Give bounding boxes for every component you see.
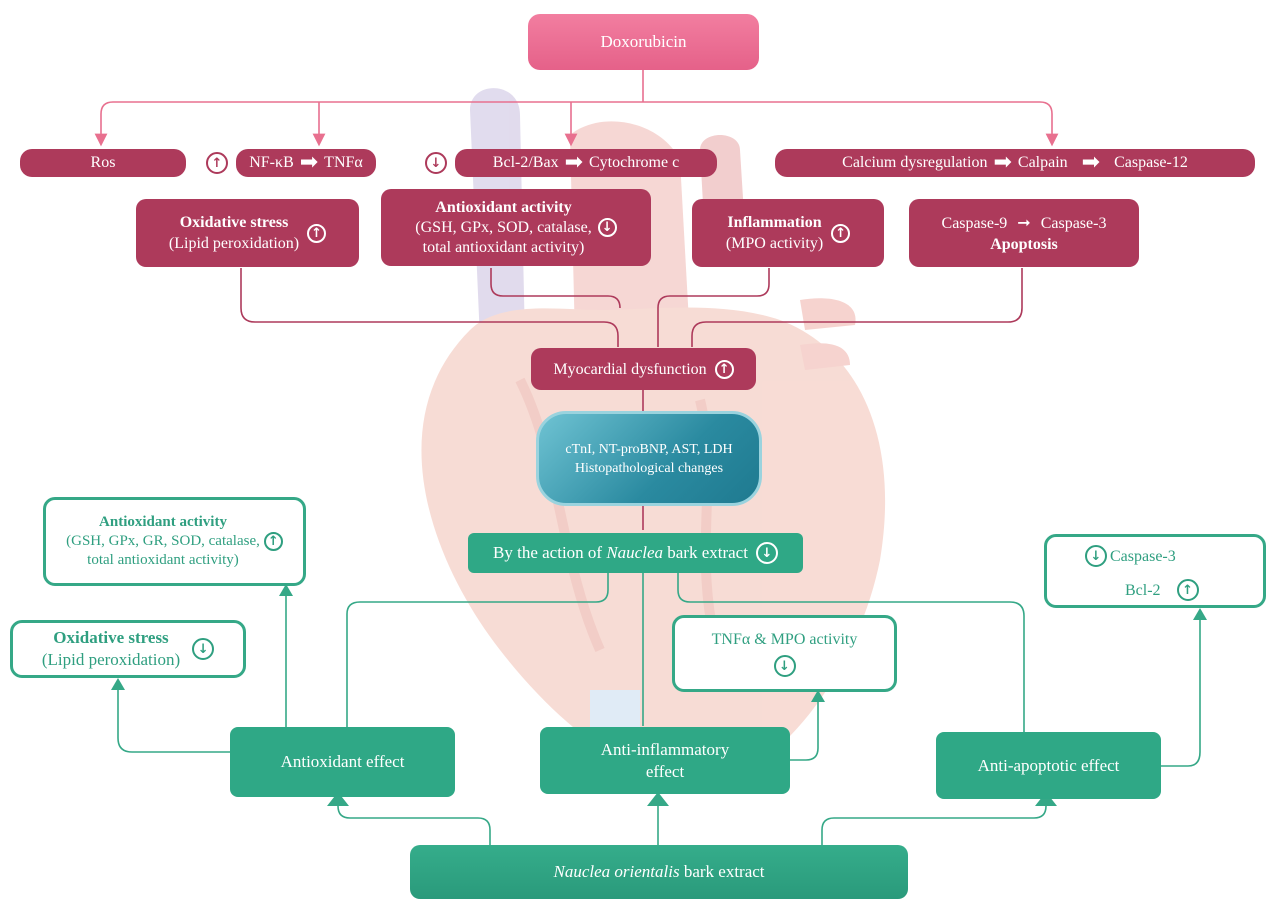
green-aa-line1: (GSH, GPx, GR, SOD, catalase, (66, 533, 260, 549)
anti-inflammatory-line1: Anti-inflammatory (600, 739, 730, 759)
arrow-up-circle-icon: ↑ (1176, 579, 1199, 601)
arrow-right-icon: ➡ (564, 150, 583, 175)
green-casp3-label: Caspase-3 (1110, 547, 1176, 565)
calcium-label: Calcium dysregulation (842, 154, 988, 171)
oxidative-stress-title: Oxidative stress (179, 214, 289, 231)
bcl2bax-label: Bcl-2/Bax (492, 154, 559, 171)
doxorubicin-box: Doxorubicin (528, 14, 759, 70)
antioxidant-activity-line1: (GSH, GPx, SOD, catalase, (415, 218, 592, 236)
action-suffix: bark extract (663, 543, 748, 562)
antioxidant-activity-box: Antioxidant activity (GSH, GPx, SOD, cat… (381, 189, 651, 266)
myocardial-dysfunction-box: Myocardial dysfunction ↑ (531, 348, 756, 390)
calpain-label: Calpain (1017, 154, 1068, 171)
antioxidant-activity-line2: total antioxidant activity) (422, 238, 585, 256)
nfkb-label: NF-κB (249, 154, 294, 171)
action-italic: Nauclea (606, 543, 663, 562)
myocardial-label: Myocardial dysfunction (553, 360, 707, 378)
caspase3-row: ↓ Caspase-3 (1085, 545, 1176, 567)
green-ox-sub: (Lipid peroxidation) (41, 650, 181, 669)
arrow-down-circle-icon: ↓ (1085, 545, 1107, 567)
inflammation-box: Inflammation (MPO activity) ↑ (692, 199, 884, 267)
green-bcl2-label: Bcl-2 (1125, 581, 1161, 599)
arrow-down-circle-icon: ↓ (192, 638, 215, 660)
arrow-down-circle-icon: ↓ (755, 542, 778, 564)
ros-label: Ros (90, 154, 116, 171)
antioxidant-effect-label: Antioxidant effect (280, 752, 405, 771)
caspase3-label: Caspase-3 (1040, 214, 1107, 232)
arrow-down-circle-icon: ↓ (425, 152, 447, 174)
green-ox-title: Oxidative stress (53, 628, 169, 647)
anti-apoptotic-effect-box: Anti-apoptotic effect (936, 732, 1161, 799)
arrow-right-icon: ➡ (993, 150, 1012, 175)
calcium-pathway-box: Calcium dysregulation ➡ Calpain ➡ Caspas… (775, 149, 1255, 177)
oxidative-stress-box: Oxidative stress (Lipid peroxidation) ↑ (136, 199, 359, 267)
extract-italic: Nauclea orientalis (553, 862, 680, 881)
doxorubicin-label: Doxorubicin (600, 32, 687, 51)
ros-box: Ros (20, 149, 186, 177)
action-text: By the action of Nauclea bark extract (493, 542, 748, 564)
biomarkers-line2: Histopathological changes (574, 460, 724, 476)
cytc-label: Cytochrome c (589, 154, 680, 171)
apoptosis-label: Apoptosis (990, 235, 1058, 253)
anti-inflammatory-effect-box: Anti-inflammatory effect (540, 727, 790, 794)
extract-text: Nauclea orientalis bark extract (553, 861, 764, 883)
arrow-up-circle-icon: ↑ (307, 223, 327, 243)
caspase12-label: Caspase-12 (1114, 154, 1188, 171)
green-tnf-mpo-box: TNFα & MPO activity ↓ (672, 615, 897, 692)
oxidative-stress-sub: (Lipid peroxidation) (168, 235, 300, 252)
arrow-right-icon: ➡ (299, 150, 319, 175)
tnf-mpo-label: TNFα & MPO activity (711, 631, 858, 648)
extract-suffix: bark extract (679, 862, 765, 881)
arrow-right-icon: ➞ (1017, 212, 1031, 232)
action-prefix: By the action of (493, 543, 607, 562)
anti-apoptotic-label: Anti-apoptotic effect (977, 755, 1120, 775)
arrow-down-circle-icon: ↓ (773, 655, 796, 677)
arrow-up-circle-icon: ↑ (206, 152, 228, 174)
biomarkers-box: cTnI, NT-proBNP, AST, LDH Histopathologi… (536, 411, 762, 506)
green-apoptosis-box: ↓ Caspase-3 Bcl-2 ↑ (1044, 534, 1266, 608)
inflammation-sub: (MPO activity) (725, 235, 824, 252)
apoptosis-box: Caspase-9 ➞ Caspase-3 Apoptosis (909, 199, 1139, 267)
tnfa-label: TNFα (324, 154, 363, 171)
bcl2-cytc-box: Bcl-2/Bax ➡ Cytochrome c (455, 149, 717, 177)
antioxidant-activity-title: Antioxidant activity (435, 198, 572, 216)
nauclea-action-box: By the action of Nauclea bark extract ↓ (468, 533, 803, 573)
arrow-up-circle-icon: ↑ (263, 532, 283, 551)
nauclea-extract-box: Nauclea orientalis bark extract (410, 845, 908, 899)
biomarkers-line1: cTnI, NT-proBNP, AST, LDH (565, 441, 733, 457)
antioxidant-effect-box: Antioxidant effect (230, 727, 455, 797)
arrow-down-circle-icon: ↓ (597, 218, 617, 237)
arrow-up-circle-icon: ↑ (714, 359, 734, 379)
caspase9-label: Caspase-9 (941, 214, 1008, 232)
arrow-right-icon: ➡ (1081, 150, 1101, 175)
bcl2-row: Bcl-2 ↑ (1125, 579, 1199, 601)
inflammation-title: Inflammation (727, 214, 822, 231)
green-oxidative-box: Oxidative stress (Lipid peroxidation) ↓ (10, 620, 246, 678)
green-aa-line2: total antioxidant activity) (87, 552, 239, 568)
nfkb-tnfa-box: NF-κB ➡ TNFα (236, 149, 376, 177)
arrow-up-circle-icon: ↑ (831, 223, 851, 243)
green-antioxidant-box: Antioxidant activity (GSH, GPx, GR, SOD,… (43, 497, 306, 586)
green-aa-title: Antioxidant activity (99, 514, 227, 530)
anti-inflammatory-line2: effect (645, 761, 685, 781)
